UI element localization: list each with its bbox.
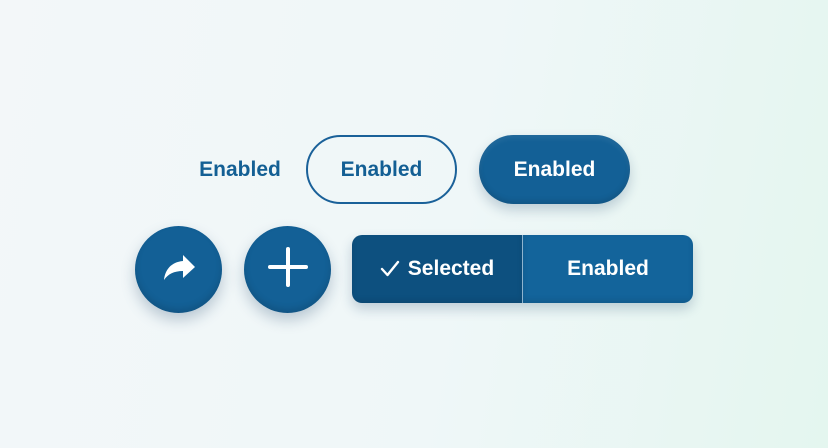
outlined-button-label: Enabled <box>340 157 423 181</box>
check-icon <box>380 259 400 279</box>
segment-enabled[interactable]: Enabled <box>523 235 693 303</box>
filled-button-label: Enabled <box>513 157 596 181</box>
text-button[interactable]: Enabled <box>190 150 290 190</box>
plus-icon <box>266 245 310 295</box>
outlined-button[interactable]: Enabled <box>306 135 457 204</box>
share-fab-button[interactable] <box>135 226 222 313</box>
segmented-button: Selected Enabled <box>352 235 693 303</box>
segment-selected[interactable]: Selected <box>352 235 523 303</box>
share-forward-icon <box>159 247 199 293</box>
segment-enabled-label: Enabled <box>567 257 649 280</box>
text-button-label: Enabled <box>199 158 281 181</box>
add-fab-button[interactable] <box>244 226 331 313</box>
segment-selected-label: Selected <box>407 257 495 280</box>
filled-button[interactable]: Enabled <box>479 135 630 204</box>
